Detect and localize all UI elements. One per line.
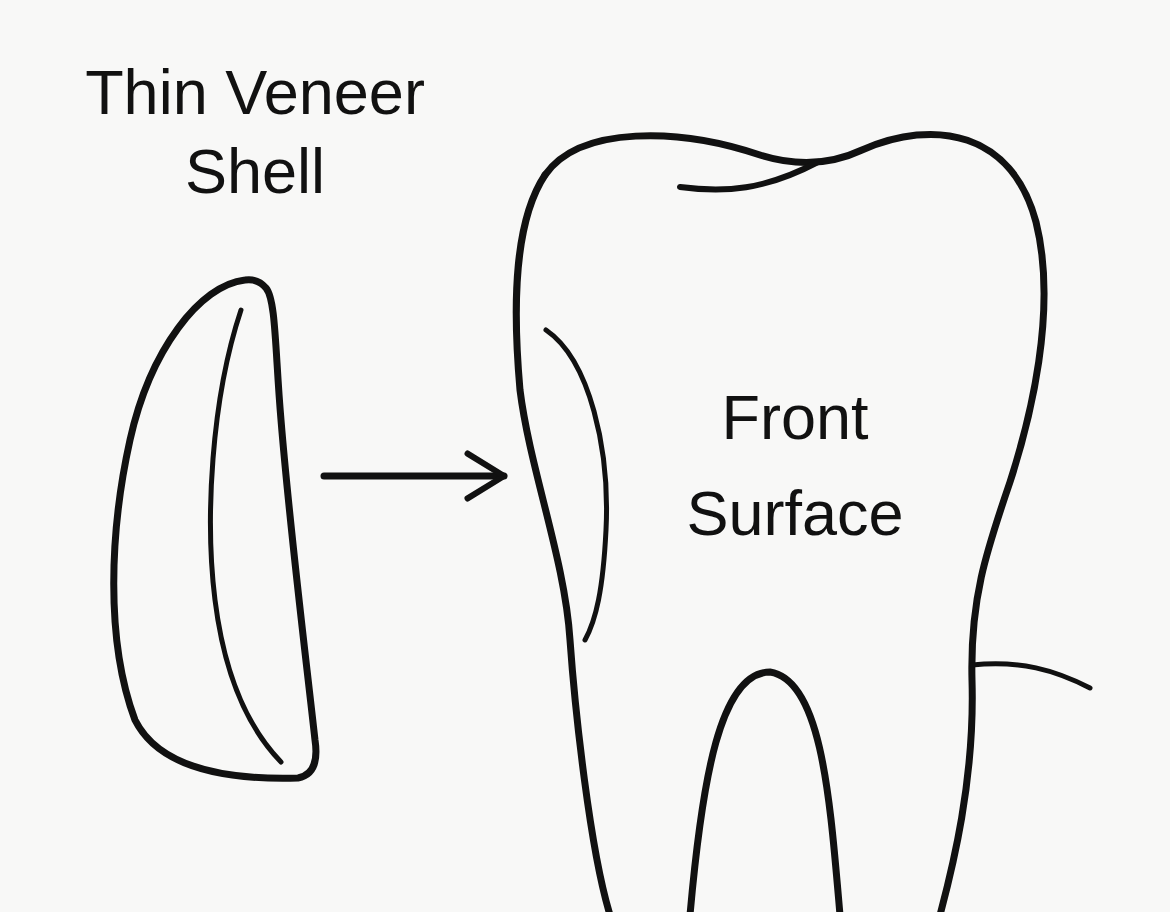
gum-line [972,664,1090,688]
tooth-outline [545,134,1044,912]
tooth: Front Surface [512,126,1057,912]
veneer-outline [114,280,316,778]
tooth-outline-left [516,175,610,912]
veneer-shell: Thin Veneer Shell [108,276,322,794]
veneer-inner-line [211,310,281,762]
front-surface-line [546,330,607,640]
part-label: Thin Veneer Shell [15,53,495,211]
occlusal-groove [680,162,818,190]
node-shape [108,276,322,794]
arrow-connector [324,473,504,480]
tooth-root-gap [690,672,840,912]
surface-label: Front Surface [605,370,985,562]
